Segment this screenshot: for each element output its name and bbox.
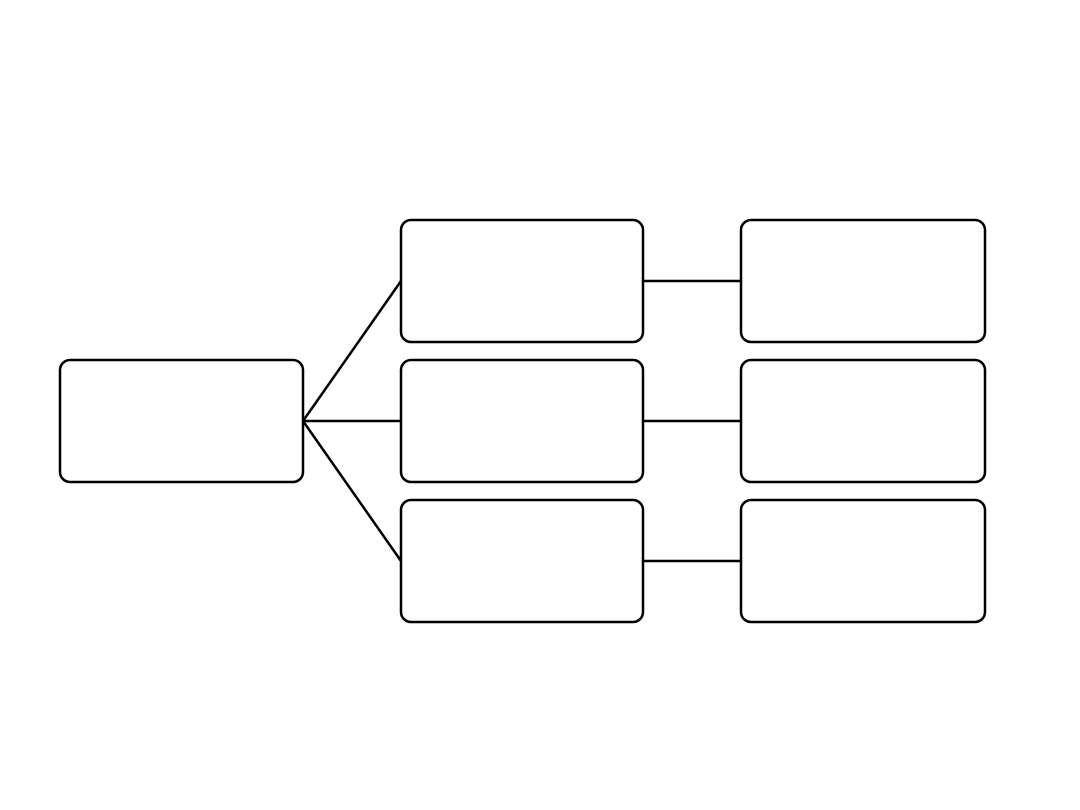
node-level3-top	[739, 218, 987, 344]
node-level3-bottom	[739, 498, 987, 624]
edge-root-to-level2-bottom	[301, 420, 403, 562]
node-level2-bottom	[399, 498, 645, 624]
connectors	[301, 279, 741, 563]
edge-root-to-level2-top	[301, 280, 403, 422]
node-level3-middle	[739, 358, 987, 484]
node-level2-top	[399, 218, 645, 344]
node-level2-middle	[399, 358, 645, 484]
node-root	[58, 358, 305, 484]
